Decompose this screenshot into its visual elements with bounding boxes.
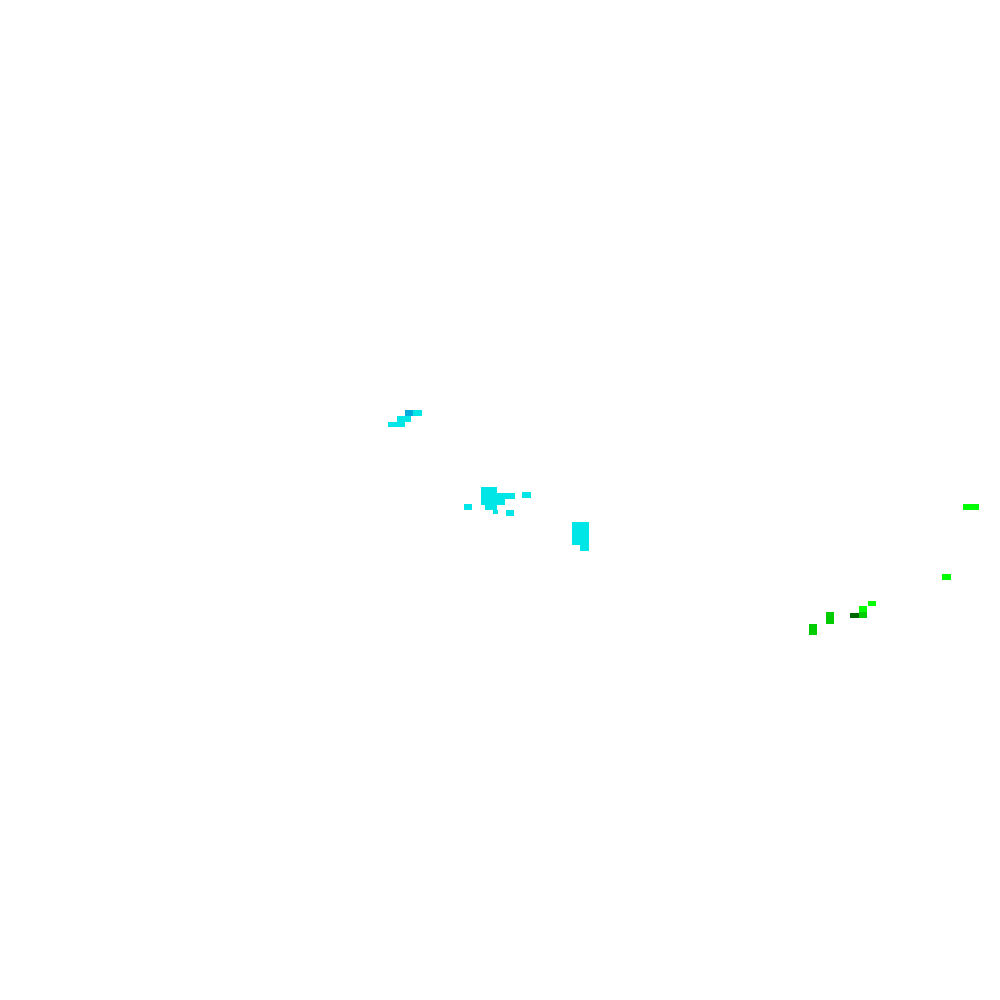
green-pixel [963, 504, 979, 510]
green-pixel [850, 613, 859, 618]
green-pixel [868, 601, 876, 606]
cyan-pixel [572, 522, 589, 545]
cyan-pixel [481, 493, 515, 499]
cyan-pixel [485, 505, 497, 510]
green-pixel [809, 624, 817, 635]
cyan-pixel [464, 504, 472, 510]
cyan-pixel [493, 510, 498, 514]
cyan-pixel [580, 545, 589, 551]
green-pixel [826, 612, 834, 624]
cyan-pixel [413, 410, 422, 416]
cyan-pixel [397, 416, 411, 422]
green-pixel [942, 574, 951, 580]
cyan-pixel [522, 492, 531, 498]
cyan-pixel [481, 487, 497, 493]
cyan-pixel [388, 422, 405, 427]
green-pixel [859, 606, 867, 612]
green-pixel [859, 612, 867, 618]
cyan-pixel [506, 510, 514, 516]
cyan-pixel [405, 410, 413, 416]
cyan-pixel [481, 499, 505, 505]
